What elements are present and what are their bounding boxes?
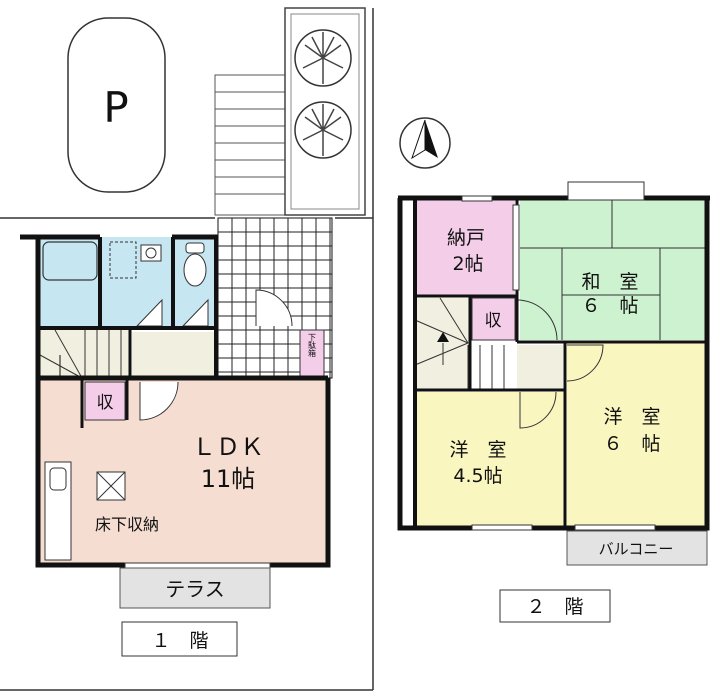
balcony-label: バルコニー [599, 540, 674, 558]
window [574, 524, 656, 531]
window [461, 195, 493, 202]
shoe-cabinet [299, 329, 325, 379]
north-arrow-icon [399, 117, 451, 169]
closet-2f [471, 297, 516, 341]
tatami-lines [520, 200, 707, 340]
shoe-cabinet-label: 下駄箱 [308, 333, 317, 358]
toilet-icon [183, 242, 207, 287]
storeroom [415, 200, 515, 296]
parking-label: P [103, 83, 128, 132]
underfloor-storage-label: 床下収納 [95, 515, 159, 534]
washitsu-name: 和 室 [581, 271, 638, 293]
floor1-label-box [121, 621, 238, 657]
balcony [566, 530, 708, 566]
stair-arrow-icon [437, 332, 449, 342]
outdoor-steps [214, 74, 286, 216]
terrace-label: テラス [165, 577, 225, 601]
door-swings-2f [516, 299, 604, 429]
washitsu-size: ６ 帖 [581, 295, 638, 317]
yoshitsu-b-name: 洋 室 [603, 406, 660, 428]
bathtub [42, 241, 98, 281]
underfloor-storage-icon [96, 471, 126, 501]
yoshitsu-a [415, 392, 565, 528]
sliding-door [512, 204, 520, 291]
ldk-name: ＬＤＫ [192, 433, 264, 461]
garden [284, 7, 366, 216]
hallway-2f [517, 345, 563, 390]
window [124, 562, 271, 569]
hallway-1f [132, 332, 216, 378]
closet-1f [84, 381, 126, 421]
sink-icon [140, 244, 162, 262]
door-swings-1f [135, 289, 293, 421]
yoshitsu-a-name: 洋 室 [449, 439, 506, 461]
storeroom-size: 2帖 [452, 253, 483, 275]
window [471, 524, 533, 531]
storeroom-name: 納戸 [447, 227, 485, 249]
floor2-label-box [499, 589, 611, 623]
washer-space [109, 241, 137, 279]
stair-treads-2f [414, 297, 505, 390]
tree-icon [294, 29, 352, 87]
washitsu [520, 200, 707, 340]
tree-icon [294, 101, 352, 159]
floor1-label: １ 階 [151, 630, 208, 652]
terrace [119, 567, 271, 609]
closet-1f-label: 収 [97, 393, 114, 413]
closet-2f-label: 収 [485, 311, 502, 331]
yoshitsu-a-size: 4.5帖 [453, 465, 502, 487]
ldk-size: 11帖 [201, 465, 256, 493]
floor2-label: ２ 階 [526, 596, 583, 618]
site-lines [0, 8, 374, 691]
window [567, 181, 645, 201]
yoshitsu-b-size: ６ 帖 [603, 433, 660, 455]
parking-space [67, 17, 166, 193]
